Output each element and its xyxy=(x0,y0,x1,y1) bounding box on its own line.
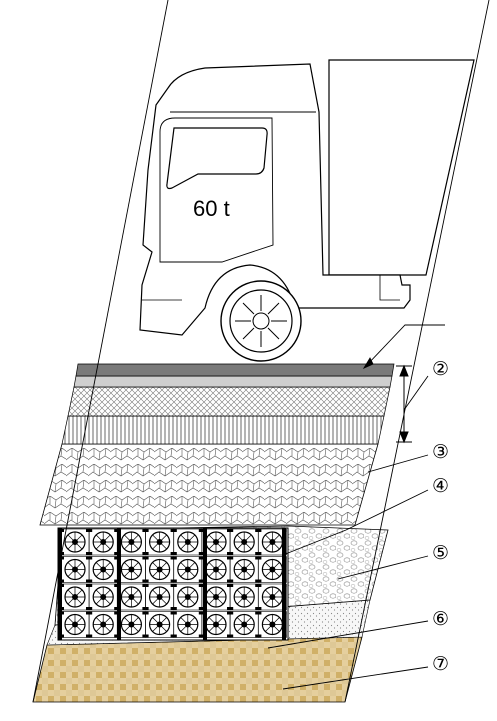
tank-module-cell xyxy=(145,583,175,611)
callout-labels: ② ③ ④ ⑤ ⑥ ⑦ xyxy=(432,358,449,675)
tank-module-cell xyxy=(116,555,146,584)
leader-lines xyxy=(267,324,445,690)
callout-5: ⑤ xyxy=(432,542,449,564)
tank-module-cell xyxy=(88,610,118,639)
layer-4-tank-modules xyxy=(57,527,289,641)
tank-module-cell xyxy=(173,583,203,611)
tank-module-cell xyxy=(229,555,259,584)
tank-module-cell xyxy=(229,528,259,556)
tank-module-cell xyxy=(60,610,90,639)
tank-module-cell xyxy=(145,528,175,556)
section-boundary-left xyxy=(32,0,169,703)
tank-module-cell xyxy=(60,555,90,584)
tank-module-cell xyxy=(60,583,90,611)
load-label: 60 t xyxy=(193,196,230,221)
layer-2-pavement xyxy=(61,363,395,445)
tank-module-cell xyxy=(229,610,259,639)
tank-module-cell xyxy=(145,555,175,584)
callout-7: ⑦ xyxy=(432,653,449,675)
truck xyxy=(139,59,475,362)
tank-module-cell xyxy=(173,555,203,584)
tank-module-cell xyxy=(116,610,146,639)
callout-3: ③ xyxy=(432,441,449,463)
layer-3-gravel xyxy=(39,443,379,526)
callout-2: ② xyxy=(432,358,449,380)
tank-module-cell xyxy=(88,583,118,611)
tank-module-cell xyxy=(88,528,118,556)
callout-4: ④ xyxy=(432,475,449,497)
tank-module-cell xyxy=(229,583,259,611)
tank-module-cell xyxy=(145,610,175,639)
tank-module-cell xyxy=(116,583,146,611)
callout-6: ⑥ xyxy=(432,608,449,630)
tank-module-cell xyxy=(88,555,118,584)
layer-7-base xyxy=(32,636,363,703)
section-boundary-right xyxy=(344,0,490,703)
tank-module-cell xyxy=(116,528,146,556)
tank-module-cell xyxy=(173,528,203,556)
tank-module-cell xyxy=(173,610,203,639)
dimension-line xyxy=(396,364,412,444)
